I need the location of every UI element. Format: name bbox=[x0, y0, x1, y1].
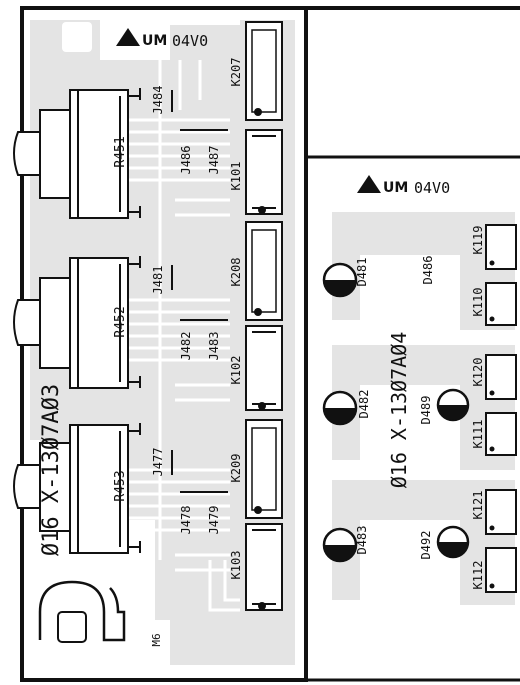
label-j481: J481 bbox=[151, 266, 165, 295]
connector-k111 bbox=[485, 412, 517, 456]
right-logo: UM 04V0 bbox=[357, 175, 450, 197]
label-k110: K110 bbox=[471, 288, 485, 317]
jumper-marks bbox=[171, 90, 228, 493]
label-k120: K120 bbox=[471, 358, 485, 387]
connector-k102 bbox=[245, 325, 283, 411]
connector-k208 bbox=[245, 221, 283, 321]
label-d481: D481 bbox=[355, 258, 369, 287]
led-d489 bbox=[436, 388, 470, 422]
left-logo: UM 04V0 bbox=[116, 28, 208, 50]
label-k208: K208 bbox=[229, 258, 243, 287]
left-logo-mark: UM bbox=[142, 33, 167, 49]
triangle-warning-icon bbox=[116, 28, 140, 46]
connector-k101 bbox=[245, 129, 283, 215]
label-k103: K103 bbox=[229, 551, 243, 580]
left-board-id: Ø16 X-13Ø7AØ3 bbox=[39, 384, 64, 556]
label-d486: D486 bbox=[421, 256, 435, 285]
right-board: UM 04V0 bbox=[322, 175, 517, 605]
label-k121: K121 bbox=[471, 491, 485, 520]
connector-k103 bbox=[245, 523, 283, 611]
jack-socket-3 bbox=[13, 423, 141, 554]
label-j486: J486 bbox=[179, 146, 193, 175]
jack-socket-1 bbox=[13, 88, 141, 219]
label-j487: J487 bbox=[207, 146, 221, 175]
label-j483: J483 bbox=[207, 332, 221, 361]
right-version: 04V0 bbox=[414, 179, 450, 197]
label-k207: K207 bbox=[229, 58, 243, 87]
connector-k207 bbox=[245, 21, 283, 121]
left-board: UM 04V0 Ø16 X-13Ø7AØ3 R451 R452 R453 J48… bbox=[13, 20, 295, 665]
label-k209: K209 bbox=[229, 454, 243, 483]
label-d482: D482 bbox=[357, 390, 371, 419]
label-r452: R452 bbox=[113, 306, 128, 337]
led-d481 bbox=[322, 262, 358, 298]
led-d492 bbox=[436, 525, 470, 559]
label-m6: M6 bbox=[150, 633, 163, 646]
led-d483 bbox=[322, 527, 358, 563]
label-j477: J477 bbox=[151, 448, 165, 477]
label-k101: K101 bbox=[229, 162, 243, 191]
left-version: 04V0 bbox=[172, 32, 208, 50]
label-j484: J484 bbox=[151, 86, 165, 115]
label-r451: R451 bbox=[113, 136, 128, 167]
label-k112: K112 bbox=[471, 561, 485, 590]
triangle-warning-icon-right bbox=[357, 175, 381, 193]
connector-k112 bbox=[485, 547, 517, 593]
jack-socket-2 bbox=[13, 256, 141, 389]
right-logo-mark: UM bbox=[383, 180, 408, 196]
label-j482: J482 bbox=[179, 332, 193, 361]
label-k102: K102 bbox=[229, 356, 243, 385]
right-copper-areas bbox=[332, 212, 515, 605]
label-j478: J478 bbox=[179, 506, 193, 535]
label-k111: K111 bbox=[471, 420, 485, 449]
right-board-id: Ø16 X-13Ø7AØ4 bbox=[387, 332, 411, 489]
label-d489: D489 bbox=[419, 396, 433, 425]
label-d492: D492 bbox=[419, 531, 433, 560]
label-r453: R453 bbox=[113, 470, 128, 501]
label-k119: K119 bbox=[471, 226, 485, 255]
label-j479: J479 bbox=[207, 506, 221, 535]
connector-k209 bbox=[245, 419, 283, 519]
led-d482 bbox=[322, 390, 358, 426]
mounting-hole-outline bbox=[38, 580, 126, 642]
label-d483: D483 bbox=[355, 526, 369, 555]
